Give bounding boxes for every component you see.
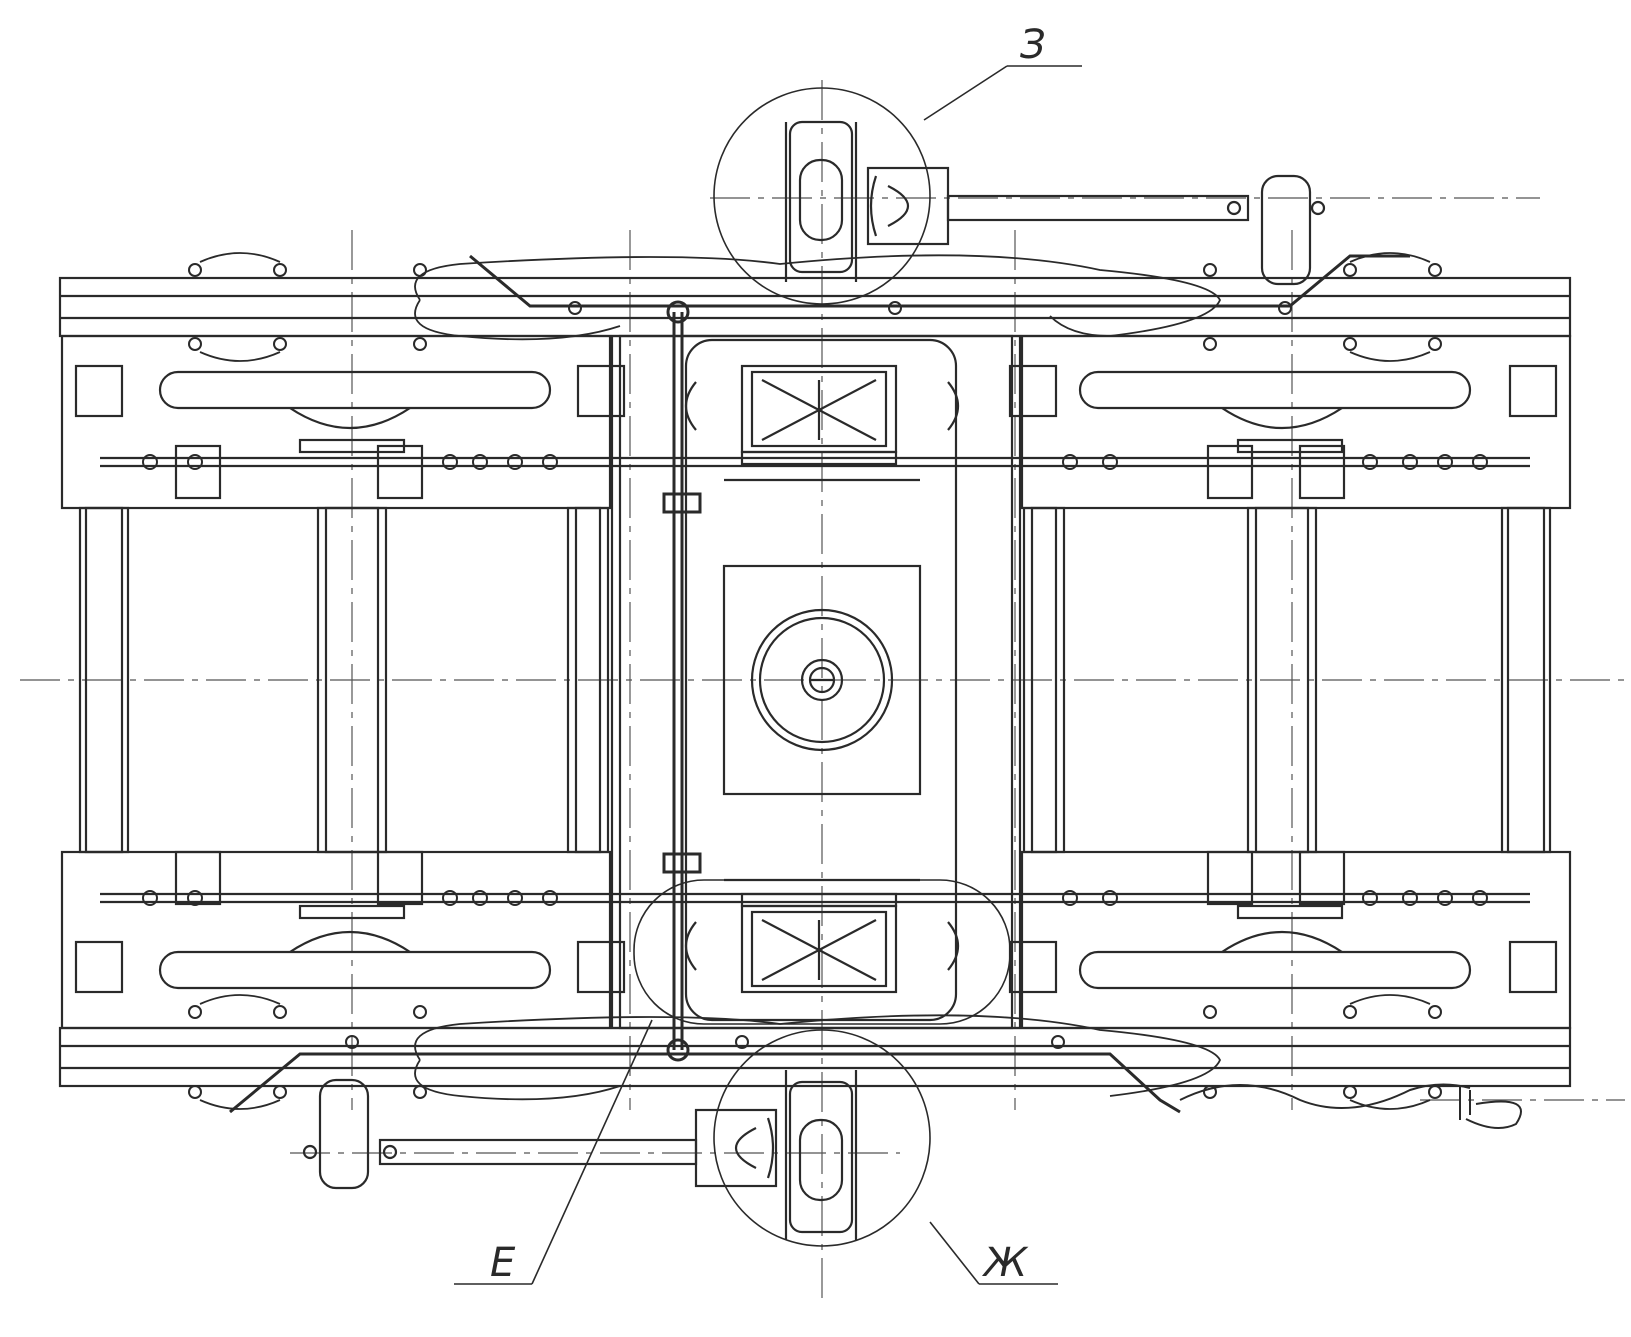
- detail-zh-assembly: [302, 1029, 931, 1247]
- detail-3-assembly: [713, 87, 1326, 305]
- wheelset-frame-right: [1020, 334, 1572, 1030]
- end-hose: [1179, 1083, 1522, 1129]
- callout-label-3: З: [1020, 22, 1046, 68]
- callout-label-e: Е: [490, 1240, 516, 1286]
- brake-beams: [158, 370, 1472, 990]
- leader-lines: [454, 65, 1082, 1285]
- brake-pipes: [229, 254, 1410, 1114]
- callout-label-zh: Ж: [981, 1240, 1029, 1286]
- centerlines: [20, 80, 1625, 1300]
- brake-rods: [100, 456, 1530, 904]
- detail-e-boundary: [633, 879, 1011, 1025]
- centre-pivot: [750, 608, 894, 752]
- brake-blocks: [74, 364, 1558, 994]
- side-beam-bottom: [58, 1026, 1572, 1088]
- side-bearer-bottom: [684, 892, 960, 994]
- bolts: [142, 263, 1488, 1099]
- wheelset-frame-left: [60, 334, 612, 1030]
- air-hoses: [199, 252, 1431, 1110]
